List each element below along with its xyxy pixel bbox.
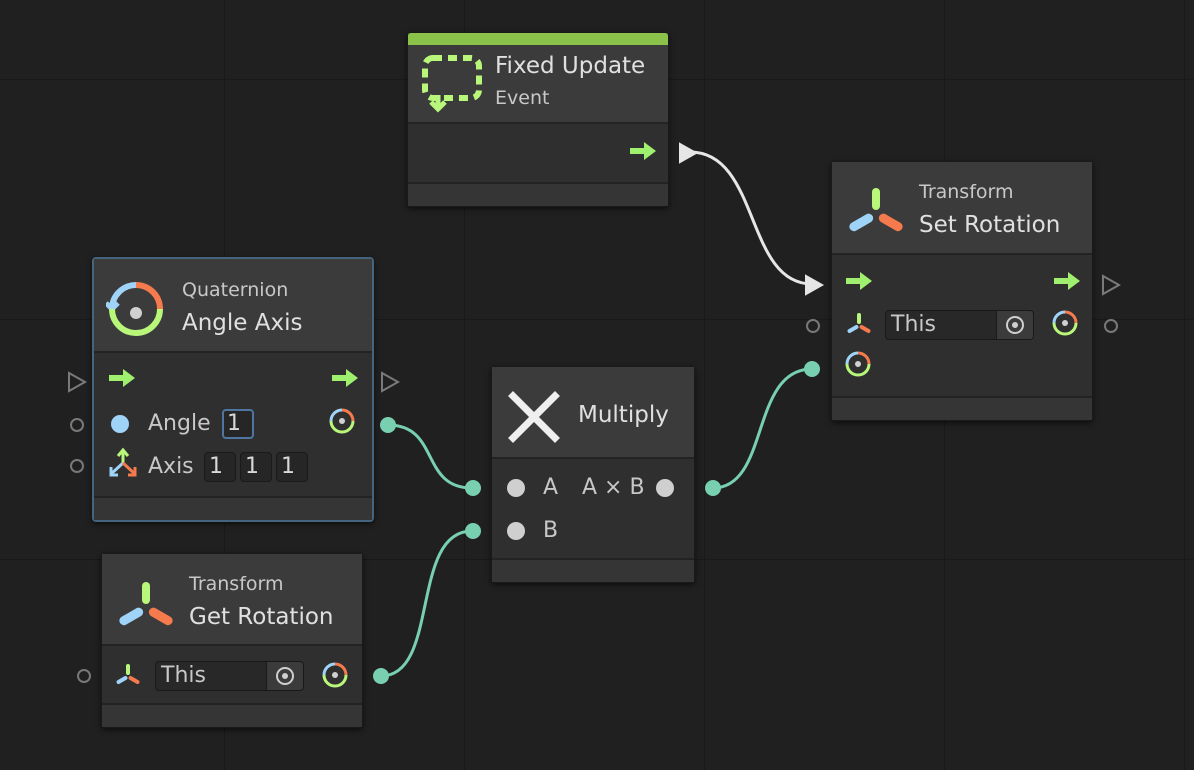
transform-icon — [847, 313, 871, 333]
node-title: Get Rotation — [189, 604, 334, 630]
input-a-port[interactable] — [465, 480, 481, 496]
target-input-port[interactable] — [77, 669, 91, 683]
input-a-label: A — [543, 475, 559, 500]
angle-input[interactable]: 1 — [222, 409, 254, 439]
axis-y-input[interactable]: 1 — [240, 452, 272, 482]
axis-x-input[interactable]: 1 — [204, 452, 236, 482]
flow-input-port[interactable] — [803, 273, 825, 297]
output-label: A × B — [582, 475, 645, 500]
product-output-port[interactable] — [705, 480, 721, 496]
multiply-icon — [508, 391, 560, 443]
quaternion-icon — [322, 662, 348, 688]
target-input-port[interactable] — [806, 319, 820, 333]
quaternion-icon — [329, 408, 355, 434]
node-title: Fixed Update — [495, 53, 646, 79]
flow-arrow-icon — [332, 369, 358, 387]
target-value: This — [161, 663, 206, 688]
get-rotation-node[interactable]: Transform Get Rotation This — [101, 553, 363, 728]
input-a-type-icon — [507, 479, 525, 497]
transform-icon — [849, 188, 903, 232]
quaternion-output-port[interactable] — [380, 417, 396, 433]
target-value: This — [891, 312, 936, 337]
transform-icon — [119, 582, 173, 626]
quaternion-icon — [1052, 310, 1078, 336]
angle-type-icon — [111, 415, 129, 433]
flow-arrow-icon — [630, 142, 656, 160]
flow-input-port[interactable] — [66, 370, 88, 394]
object-picker-button[interactable] — [266, 662, 303, 690]
input-b-type-icon — [507, 522, 525, 540]
node-subtitle: Event — [495, 87, 550, 109]
node-category: Transform — [919, 181, 1014, 203]
multiply-node[interactable]: Multiply A A × B B — [491, 366, 695, 583]
fixed-update-node[interactable]: Fixed Update Event — [407, 32, 669, 207]
flow-output-port[interactable] — [379, 370, 401, 394]
axis-z-input[interactable]: 1 — [276, 452, 308, 482]
set-rotation-node[interactable]: Transform Set Rotation This — [831, 161, 1093, 421]
transform-icon — [116, 664, 140, 684]
flow-output-port[interactable] — [1100, 273, 1122, 297]
rotation-input-port[interactable] — [804, 361, 820, 377]
wire-getrotation-to-multiply-b — [380, 529, 473, 678]
input-b-port[interactable] — [465, 523, 481, 539]
flow-arrow-icon — [1054, 272, 1080, 290]
target-object-field[interactable]: This — [885, 310, 1034, 340]
node-category: Quaternion — [182, 279, 289, 301]
target-object-field[interactable]: This — [155, 661, 304, 691]
rotation-output-port[interactable] — [1104, 319, 1118, 333]
target-picker-icon — [276, 667, 294, 685]
flow-output-port[interactable] — [677, 141, 699, 165]
flow-arrow-icon — [109, 369, 135, 387]
event-color-bar — [408, 33, 668, 45]
output-type-icon — [656, 479, 674, 497]
axis-input-port[interactable] — [70, 459, 84, 473]
event-icon — [422, 55, 482, 113]
node-title: Angle Axis — [182, 310, 303, 336]
target-picker-icon — [1006, 316, 1024, 334]
axis-icon — [109, 447, 137, 477]
wire-angleaxis-to-multiply-a — [387, 423, 473, 490]
quaternion-icon — [845, 351, 871, 377]
input-b-label: B — [543, 518, 559, 543]
node-title: Multiply — [578, 402, 669, 428]
object-picker-button[interactable] — [996, 311, 1033, 339]
quaternion-icon — [106, 282, 163, 336]
wire-multiply-to-setrotation — [712, 367, 813, 490]
angle-input-port[interactable] — [70, 418, 84, 432]
node-category: Transform — [189, 573, 284, 595]
flow-arrow-icon — [846, 272, 872, 290]
flow-wire-fixedupdate-to-setrotation — [689, 150, 813, 286]
rotation-output-port[interactable] — [373, 668, 389, 684]
node-title: Set Rotation — [919, 212, 1061, 238]
axis-label: Axis — [148, 454, 194, 479]
angle-label: Angle — [148, 411, 211, 436]
angle-axis-node[interactable]: Quaternion Angle Axis Angle 1 Axis 1 1 1 — [92, 257, 374, 522]
